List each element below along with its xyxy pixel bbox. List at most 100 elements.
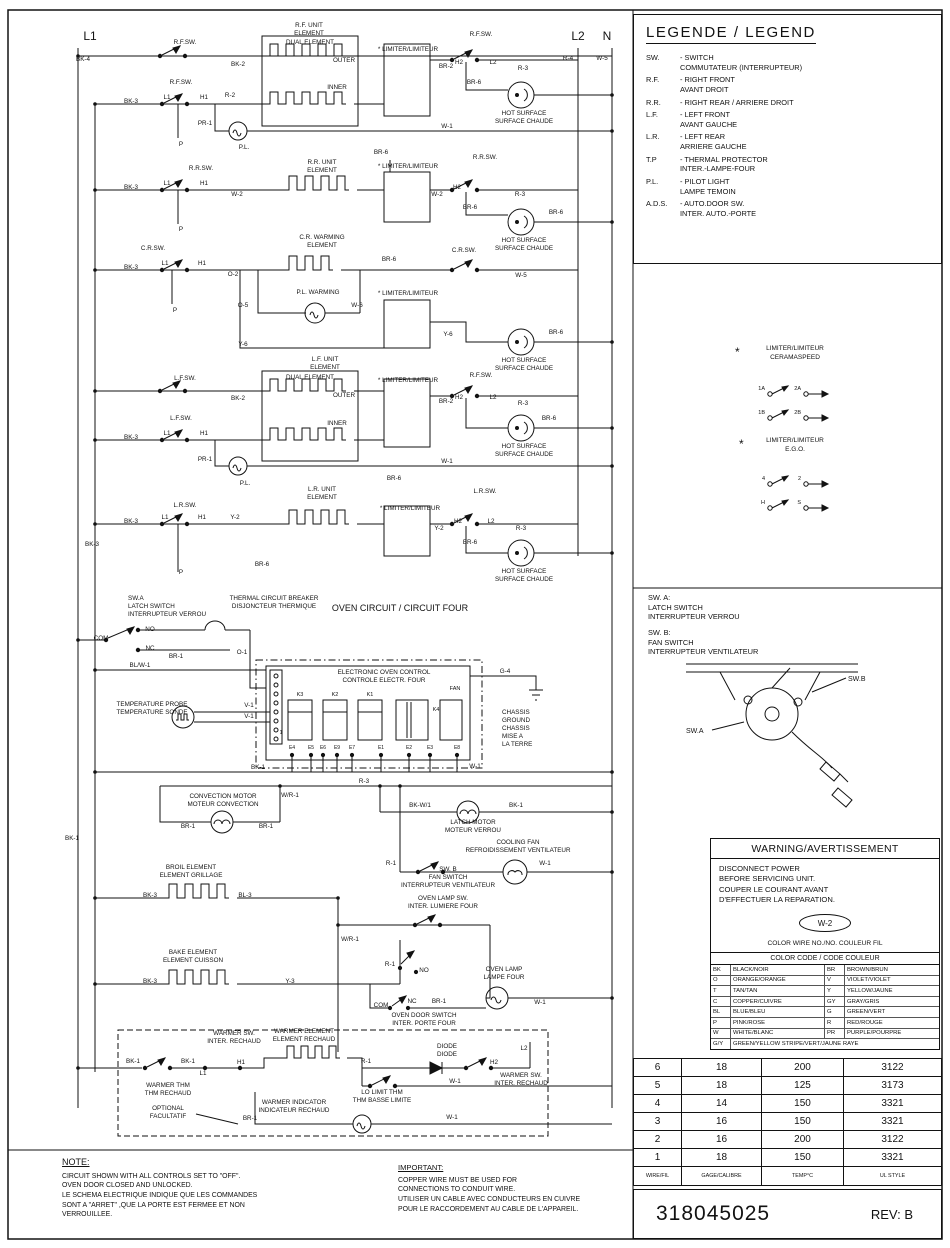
temperature-probe-icon: [171, 705, 195, 729]
wire-table-cell: 16: [682, 1113, 762, 1131]
latch-motor-icon: [456, 800, 480, 824]
warmer-switch-icon: [142, 1057, 173, 1071]
color-code-cell: BLUE/BLEU: [731, 1007, 825, 1018]
optional-leader-line: [195, 1113, 239, 1125]
warmer-optional-outline: [117, 1029, 549, 1137]
relay-k2-box: [322, 699, 348, 741]
revision: REV: B: [870, 1206, 913, 1222]
wire-table-cell: 1: [634, 1149, 682, 1167]
note-block: NOTE: CIRCUIT SHOWN WITH ALL CONTROLS SE…: [62, 1156, 382, 1220]
lf-dual-element-box: [261, 370, 359, 462]
rf-circuit: [95, 35, 612, 141]
rf-inner-switch-icon: [159, 93, 190, 107]
rf-switch-icon: [157, 45, 188, 59]
color-code-cell: R: [825, 1017, 845, 1029]
wire-number-example: W-2: [799, 914, 851, 932]
color-code-title: COLOR CODE / CODE COULEUR: [711, 952, 939, 965]
switch-assembly-illustration: SW.B SW.A: [686, 663, 866, 808]
lf-circuit: [95, 370, 612, 476]
lr-hot-surface-indicator: [507, 539, 535, 567]
wire-table-cell: 3: [634, 1113, 682, 1131]
color-code-cell: YELLOW/JAUNE: [845, 986, 939, 997]
important-title: IMPORTANT:: [398, 1163, 444, 1172]
transformer-box: [395, 699, 429, 741]
lf-right-switch-icon: [449, 385, 480, 399]
color-code-cell: BR: [825, 965, 845, 976]
wire-table-cell: 3122: [844, 1131, 941, 1149]
warmer-indicator-icon: [352, 1114, 372, 1134]
lf-inner-switch-icon: [159, 429, 190, 443]
lf-outer-element-icon: [266, 378, 346, 392]
wire-table-cell: 200: [762, 1131, 844, 1149]
wire-table-header: GAGE/CALIBRE: [682, 1167, 762, 1185]
color-code-cell: COPPER/CUIVRE: [731, 996, 825, 1008]
legend-entry: A.D.S.- AUTO.DOOR SW.INTER. AUTO.-PORTE: [646, 199, 757, 218]
svg-text:E.G.O.: E.G.O.: [785, 446, 805, 453]
color-code-cell: PINK/ROSE: [731, 1017, 825, 1029]
wire-table-cell: 6: [634, 1059, 682, 1077]
relay-k3-box: [287, 699, 313, 741]
oven-lamp-switch-icon: [412, 914, 443, 928]
color-code-cell: TAN/TAN: [731, 986, 825, 997]
color-code-cell: BLACK/NOIR: [731, 965, 825, 976]
cr-switch-icon: [159, 259, 190, 273]
wire-table-cell: 5: [634, 1077, 682, 1095]
color-code-cell: RED/ROUGE: [845, 1018, 939, 1029]
thermal-breaker-icon: [204, 620, 226, 631]
svg-text:2B: 2B: [794, 410, 801, 416]
part-number: 318045025: [656, 1202, 771, 1225]
svg-text:2A: 2A: [794, 386, 801, 392]
latch-switch-icon: [107, 626, 141, 653]
convection-motor-icon: [210, 810, 234, 834]
rf-limiter-box: [383, 43, 431, 117]
legend-title: LEGENDE / LEGEND: [646, 24, 816, 44]
wire-table-cell: 3173: [844, 1077, 941, 1095]
color-code-cell: BK: [711, 965, 731, 976]
broil-element-icon: [165, 883, 229, 899]
door-switch-upper-icon: [400, 950, 419, 975]
color-code-footer: G/Y GREEN/YELLOW STRIPE/VERT/JAUNE RAYE: [711, 1039, 939, 1049]
wire-table-cell: 18: [682, 1149, 762, 1167]
lf-hot-surface-indicator: [507, 414, 535, 442]
color-code-footer-abbr: G/Y: [711, 1039, 731, 1049]
svg-text:SW.A: SW.A: [686, 728, 704, 735]
wire-table-cell: 18: [682, 1059, 762, 1077]
color-code-cell: WHITE/BLANC: [731, 1028, 825, 1040]
color-code-cell: PR: [825, 1028, 845, 1040]
color-code-footer-text: GREEN/YELLOW STRIPE/VERT/JAUNE RAYE: [733, 1040, 859, 1047]
wire-table-cell: 200: [762, 1059, 844, 1077]
fan-switch-icon: [415, 861, 446, 875]
wire-table-header: UL STYLE: [879, 1173, 906, 1179]
eoc-box: [265, 665, 471, 761]
svg-text:LIMITER/LIMITEUR: LIMITER/LIMITEUR: [766, 345, 824, 352]
svg-text:H: H: [761, 500, 765, 506]
cr-circuit: [95, 255, 612, 356]
rr-limiter-box: [383, 171, 431, 223]
svg-text:1A: 1A: [758, 386, 765, 392]
svg-text:CERAMASPEED: CERAMASPEED: [770, 354, 820, 361]
color-code-cell: ORANGE/ORANGE: [731, 975, 825, 987]
page-frame: [7, 9, 943, 1240]
svg-text:2: 2: [798, 476, 801, 482]
wire-table-cell: 3321: [844, 1113, 941, 1131]
wire-table-cell: 16: [682, 1131, 762, 1149]
wire-table-header: WIRE/FIL: [634, 1167, 682, 1185]
svg-text:S: S: [797, 500, 801, 506]
color-code-cell: Y: [825, 986, 845, 997]
note-text: CIRCUIT SHOWN WITH ALL CONTROLS SET TO "…: [62, 1172, 258, 1219]
rr-element-icon: [285, 175, 349, 191]
wire-table-cell: 14: [682, 1095, 762, 1113]
color-code-cell: W: [711, 1028, 731, 1040]
